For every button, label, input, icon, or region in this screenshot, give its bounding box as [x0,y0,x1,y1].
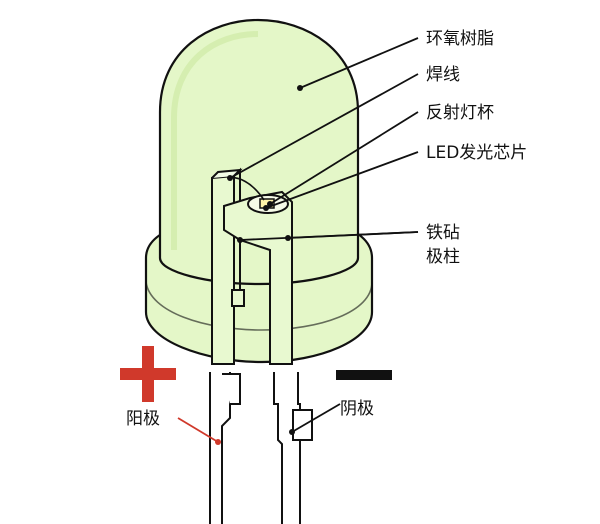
cathode-lead [273,372,301,524]
label-post: 极柱 [426,247,460,267]
label-epoxy: 环氧树脂 [426,29,494,49]
flange-bottom-edge [145,281,373,331]
label-reflector-cup: 反射灯杯 [426,103,494,123]
label-iron-anvil: 铁砧 [426,223,460,243]
epoxy-body [144,18,374,364]
cathode-minus-sign [336,370,392,380]
label-anode: 阳极 [126,409,160,429]
cathode-post-tab [231,289,245,307]
lead-wires [209,372,313,524]
callout-reflector-cup [269,111,419,205]
callout-anvil-post-2 [287,231,419,239]
anode-lead [209,372,231,524]
callout-led-chip [265,151,419,209]
callout-dots [227,85,303,243]
callout-anode [177,417,219,443]
label-cathode: 阴极 [340,399,374,419]
callout-epoxy [299,37,419,89]
label-bond-wire: 焊线 [426,65,460,85]
callout-cathode [291,403,341,433]
anode-lead-kink [222,373,241,405]
anode-plus-sign [120,346,176,402]
label-led-chip: LED发光芯片 [426,143,527,163]
callout-bond-wire [229,73,419,179]
callout-lines [229,37,419,241]
